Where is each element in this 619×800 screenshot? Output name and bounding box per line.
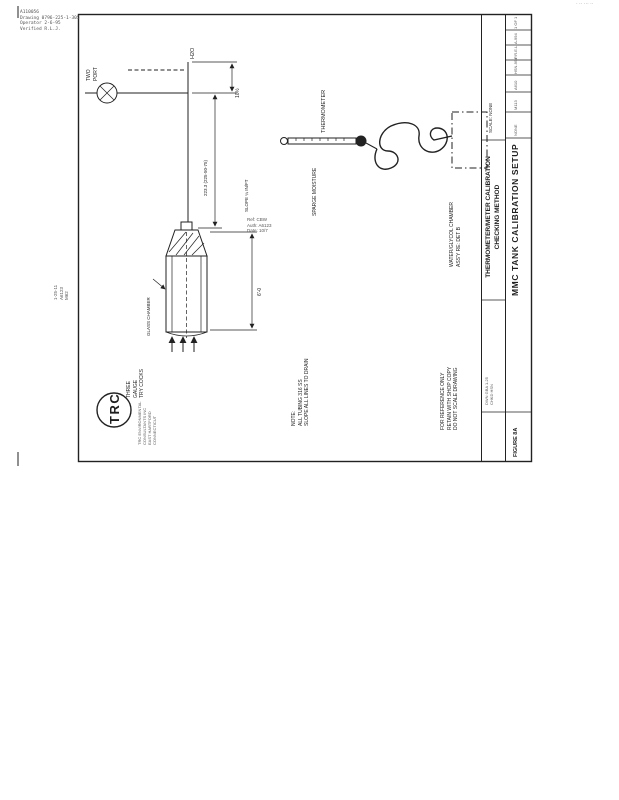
scan-header-line: A110056 [20,10,39,15]
pump-label: TWO PORT [86,67,99,81]
logo-address: TRC ENVIRONMENTAL CONSULTANTS INC EAST H… [137,363,157,445]
scan-header-line: Verified R.L.J. [20,26,61,32]
logo-circle [96,392,132,428]
scan-header-line: Drawing 0796-225-1-305 [20,15,80,21]
drawing-title: MMC TANK CALIBRATION SETUP [510,143,520,296]
note-line: SLOPE ALL LINES TO DRAIN [304,358,310,426]
thermometer-label: THERMOMETER [321,89,327,133]
title-cell: A-994 [513,33,518,44]
tank-neck [180,221,193,231]
notes-block: NOTE: ALL TUBING 316 SS SLOPE ALL LINES … [291,324,311,426]
thermometer-stem [287,137,357,145]
dimension-lines [192,61,257,331]
title-cell: A610 [513,80,518,90]
drawing-frame [77,13,533,463]
dim-height-label: 223.3 (225-50-75) [203,159,208,196]
title-cell: 1 OF 1 [513,16,518,29]
chamber-box [451,111,488,169]
coil-path [374,122,453,170]
piping [117,62,189,222]
tank [165,221,208,338]
margin-stamp: 1-25-11 A6123 M62 [53,218,70,300]
frame-border [77,13,533,463]
thermometer-symbol [280,135,378,150]
glass-chamber-leader [152,278,166,290]
dim-tank-label: 6'-0 [257,287,263,296]
scale-label: SCALE: NONE [488,102,493,133]
sparge-label: SPARGE MOISTURE [312,167,318,216]
chamber-label: WATER/GLYCOL CHAMBER ASS'Y RE: DET B [449,201,462,267]
approval-stamp: Ref: CBW Auth: A6123 Date: 10/7 [247,217,272,234]
coil-tube [374,122,453,170]
scan-artifact-dots: · ·· ··· ·· [576,1,594,7]
scan-header-line: Operator 2-6-95 [20,21,61,26]
figure-label: FIGURE 8A [513,427,519,457]
chamber-boundary [451,111,488,169]
h2o-label: H2O [190,47,196,59]
address-line: CONNECTICUT [152,415,157,445]
pump-symbol [85,82,118,104]
title-cell: HSN-994 [513,57,518,74]
stamp-line: M62 [64,291,69,300]
reference-block: FOR REFERENCE ONLY RETAIN WITH SHOP COPY… [440,324,460,430]
stamp-line: Ref: CBW [247,217,268,222]
stamp-line: Date: 10/7 [247,228,268,233]
glass-chamber-label: GLASS CHAMBER [146,297,151,336]
scan-header: A110056 Drawing 0796-225-1-305 Operator … [20,10,80,32]
thermometer-ring [280,137,288,145]
supply-pipe [117,92,189,222]
title-cell: M113 [513,100,518,110]
logo-text: TRC [107,392,122,424]
trc-logo [96,392,132,428]
thermometer-bulb [355,135,367,147]
slope-label: SLOPE ¼ IN/FT [244,179,249,212]
title-cell: NONE [513,124,518,136]
stamp-line: Auth: A6123 [247,222,272,228]
dim-vent-label: 10½ [235,88,241,98]
drawing-subtitle: THERMOMETER/METER CALIBRATION CHECKING M… [485,156,501,278]
try-cock-arrows [168,336,198,352]
reference-line: DO NOT SCALE DRAWING [453,367,459,430]
credits-block: DWN GBA 1-25 CHKD HSN [484,376,494,405]
